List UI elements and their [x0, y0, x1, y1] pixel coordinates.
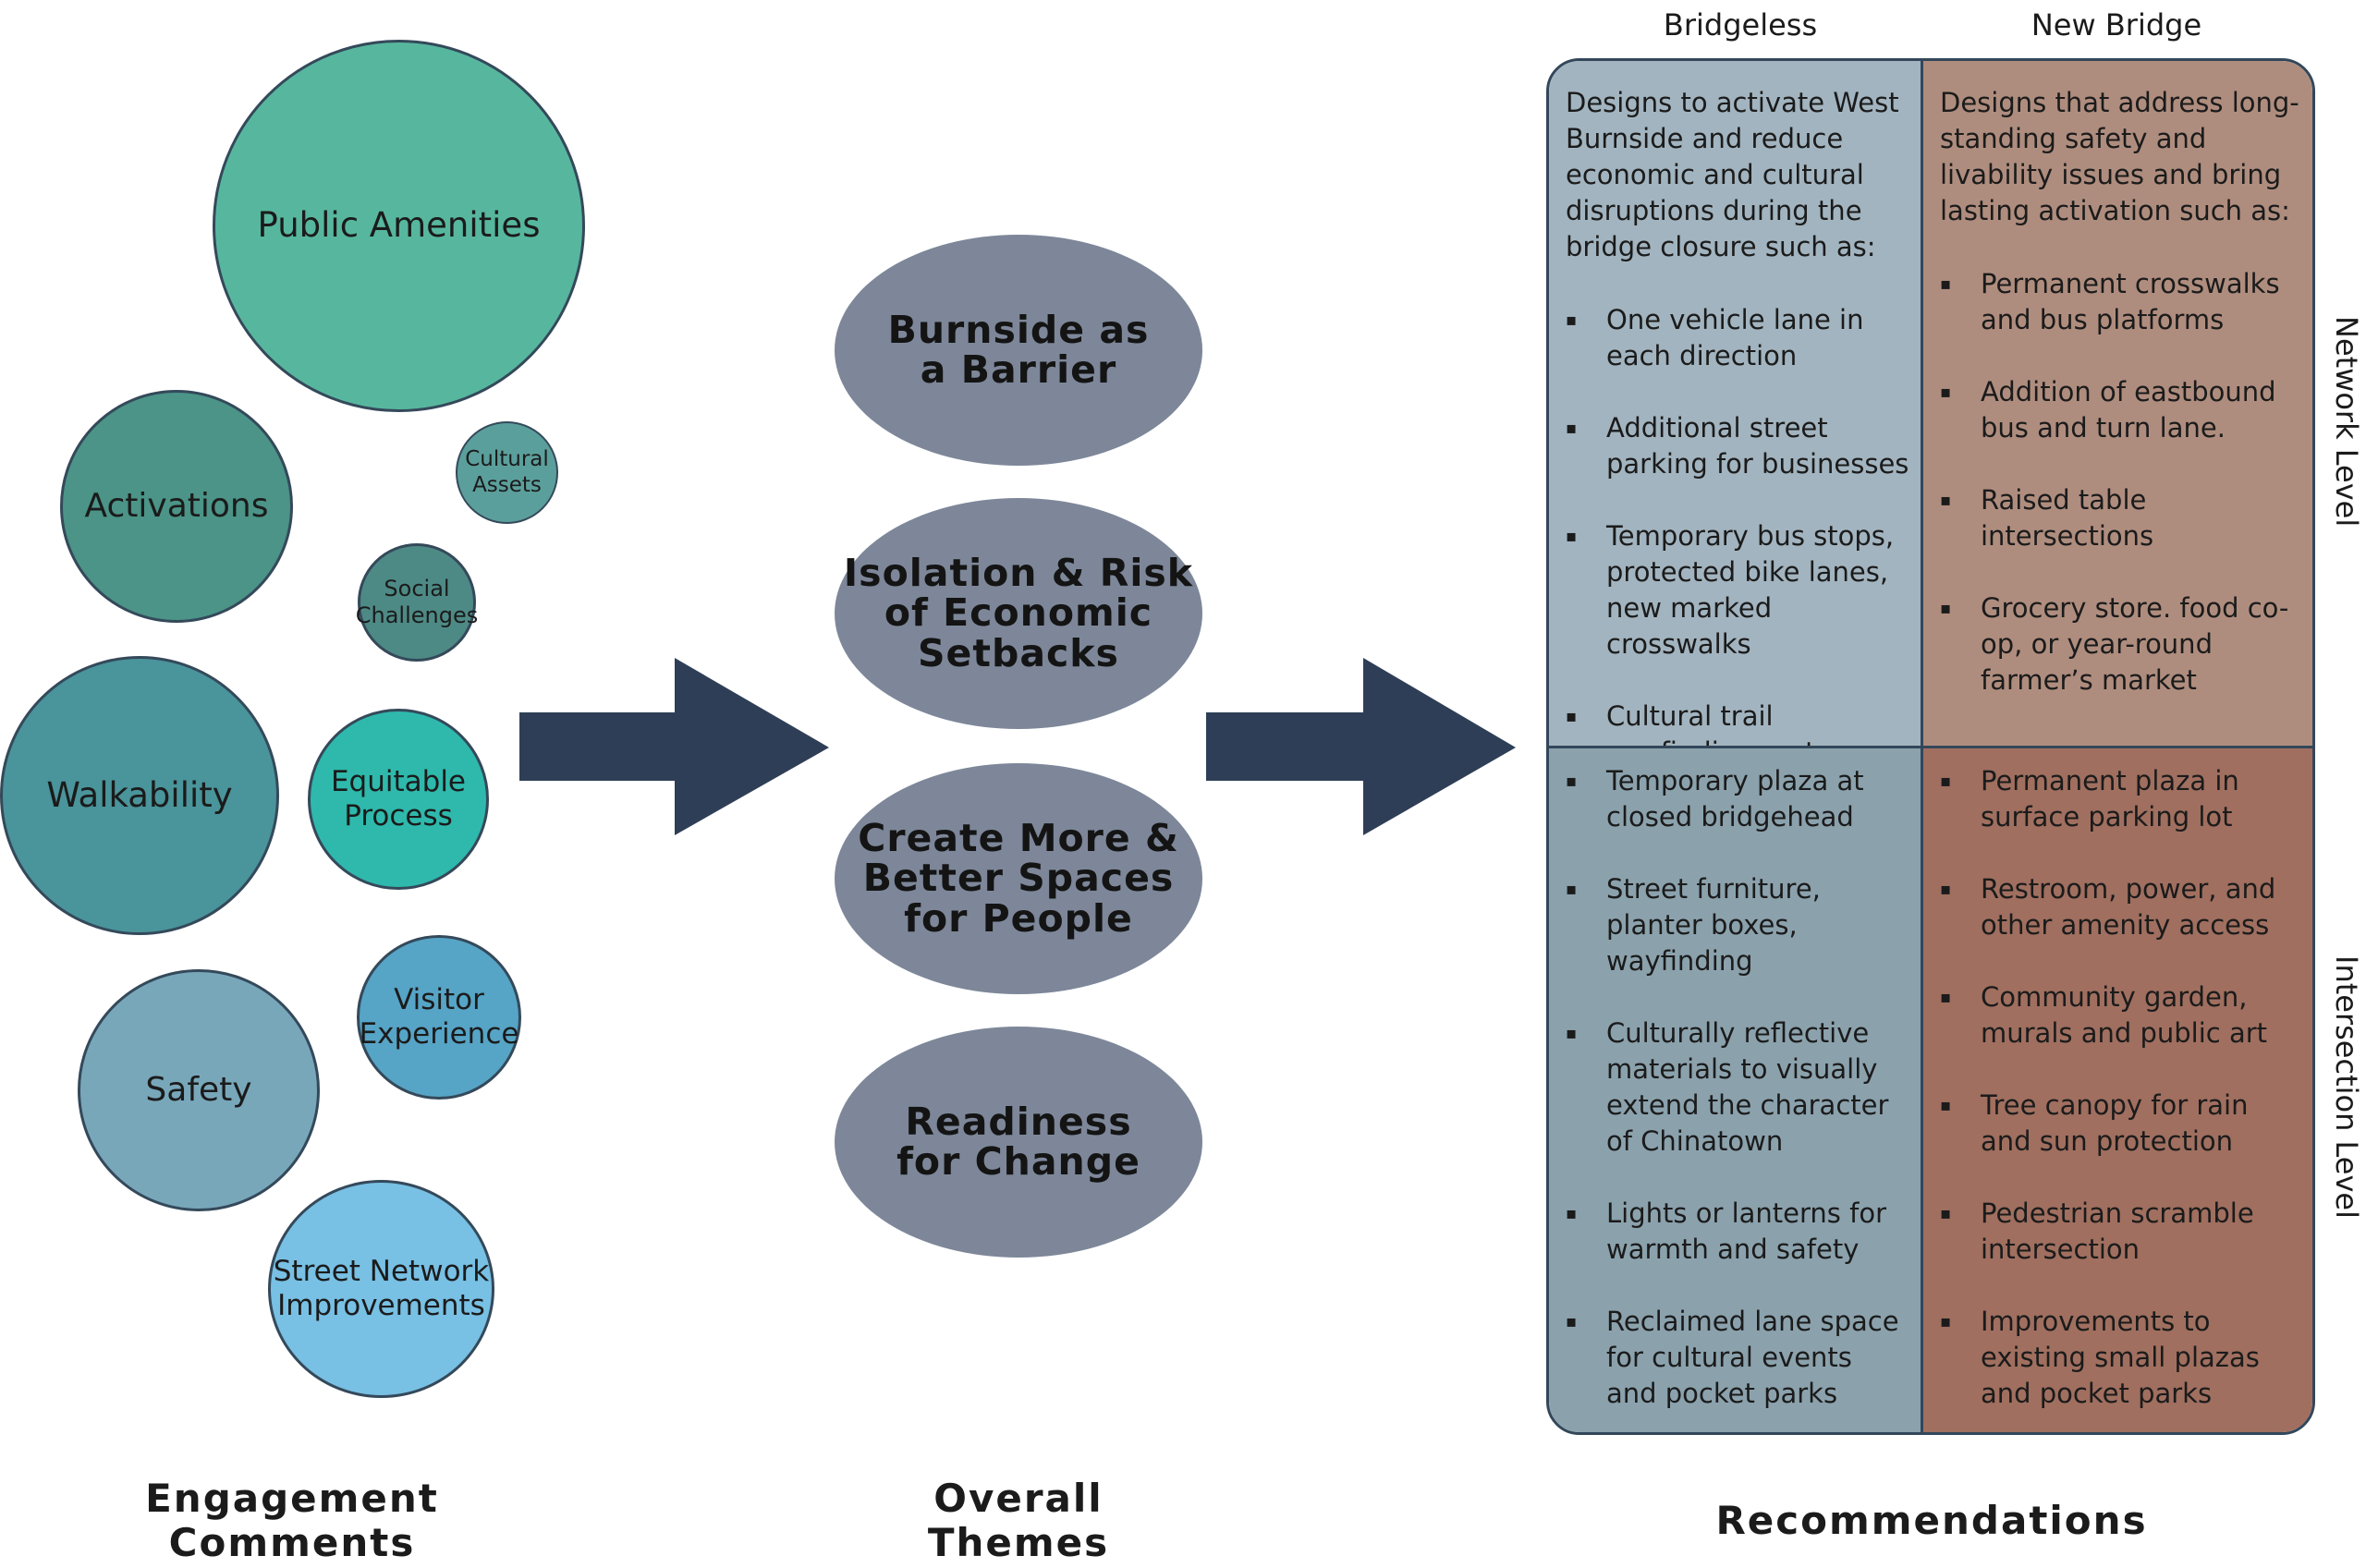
theme-label: Burnside as a Barrier [887, 307, 1150, 392]
bubble-activations: Activations [60, 390, 293, 623]
list-item: Temporary plaza at closed bridgehead [1566, 763, 1910, 835]
heading-recommendations: Recommendations [1715, 1498, 2148, 1543]
list-item: Raised table intersections [1940, 482, 2299, 554]
bubble-label: Social Challenges [355, 576, 479, 628]
bubble-label: Public Amenities [257, 205, 541, 246]
list-item: Grocery store. food co-op, or year-round… [1940, 590, 2299, 699]
column-head-bridgeless: Bridgeless [1663, 7, 1818, 43]
theme-readiness: Readiness for Change [835, 1027, 1202, 1258]
row-label-network-level: Network Level [2329, 316, 2364, 528]
list-item: One vehicle lane in each direction [1566, 302, 1910, 374]
bubble-walkability: Walkability [0, 656, 279, 935]
list-item: Permanent crosswalks and bus platforms [1940, 266, 2299, 338]
list-item: Restroom, power, and other amenity acces… [1940, 871, 2299, 943]
list-item: Temporary bus stops, protected bike lane… [1566, 518, 1910, 662]
cell-list: Permanent plaza in surface parking lot R… [1940, 763, 2299, 1412]
cell-list: One vehicle lane in each direction Addit… [1566, 302, 1910, 771]
theme-isolation-risk: Isolation & Risk of Economic Setbacks [835, 498, 1202, 729]
list-item: Tree canopy for rain and sun protection [1940, 1088, 2299, 1160]
arrow-right-icon [519, 658, 829, 835]
bubble-label: Cultural Assets [465, 446, 549, 497]
newbridge-network-cell: Designs that address long-standing safet… [1923, 61, 2312, 748]
theme-better-spaces: Create More & Better Spaces for People [835, 763, 1202, 994]
theme-label: Create More & Better Spaces for People [858, 815, 1179, 941]
bubble-visitor-experience: Visitor Experience [357, 935, 521, 1100]
list-item: Addition of eastbound bus and turn lane. [1940, 374, 2299, 446]
bubble-label: Equitable Process [330, 764, 467, 833]
bridgeless-intersection-cell: Temporary plaza at closed bridgehead Str… [1549, 748, 1923, 1432]
bubble-street-network-improvements: Street Network Improvements [268, 1180, 494, 1398]
list-item: Improvements to existing small plazas an… [1940, 1304, 2299, 1412]
bubble-label: Walkability [46, 774, 233, 815]
bubble-public-amenities: Public Amenities [213, 40, 585, 412]
theme-burnside-barrier: Burnside as a Barrier [835, 235, 1202, 466]
list-item: Street furniture, planter boxes, wayfind… [1566, 871, 1910, 979]
heading-overall-themes: Overall Themes [927, 1476, 1110, 1566]
list-item: Culturally reflective materials to visua… [1566, 1015, 1910, 1160]
bubble-label: Visitor Experience [359, 982, 519, 1051]
list-item: Additional street parking for businesses [1566, 410, 1910, 482]
bubble-social-challenges: Social Challenges [355, 543, 479, 662]
arrow-right-icon [1206, 658, 1516, 835]
theme-label: Readiness for Change [896, 1099, 1140, 1184]
list-item: Pedestrian scramble intersection [1940, 1196, 2299, 1268]
list-item: Reclaimed lane space for cultural events… [1566, 1304, 1910, 1412]
list-item: Community garden, murals and public art [1940, 979, 2299, 1051]
cell-list: Temporary plaza at closed bridgehead Str… [1566, 763, 1910, 1412]
bubble-label: Activations [84, 487, 269, 526]
recommendations-grid: Designs to activate West Burnside and re… [1546, 58, 2315, 1435]
bridgeless-network-cell: Designs to activate West Burnside and re… [1549, 61, 1923, 768]
row-label-intersection-level: Intersection Level [2329, 955, 2364, 1219]
theme-label: Isolation & Risk of Economic Setbacks [843, 550, 1194, 675]
arrow-shape [519, 658, 829, 835]
column-head-new-bridge: New Bridge [2031, 7, 2202, 43]
list-item: Permanent plaza in surface parking lot [1940, 763, 2299, 835]
bubble-cultural-assets: Cultural Assets [456, 421, 558, 524]
newbridge-intersection-cell: Permanent plaza in surface parking lot R… [1923, 748, 2312, 1432]
bubble-label: Safety [145, 1071, 252, 1110]
arrow-shape [1206, 658, 1516, 835]
heading-engagement-comments: Engagement Comments [145, 1476, 439, 1566]
cell-list: Permanent crosswalks and bus platforms A… [1940, 266, 2299, 699]
cell-intro: Designs to activate West Burnside and re… [1566, 87, 1899, 262]
cell-intro: Designs that address long-standing safet… [1940, 87, 2299, 226]
bubble-label: Street Network Improvements [273, 1254, 490, 1322]
bubble-safety: Safety [78, 969, 320, 1211]
bubble-equitable-process: Equitable Process [308, 709, 489, 890]
grid-divider-horizontal [1549, 746, 2312, 748]
list-item: Lights or lanterns for warmth and safety [1566, 1196, 1910, 1268]
